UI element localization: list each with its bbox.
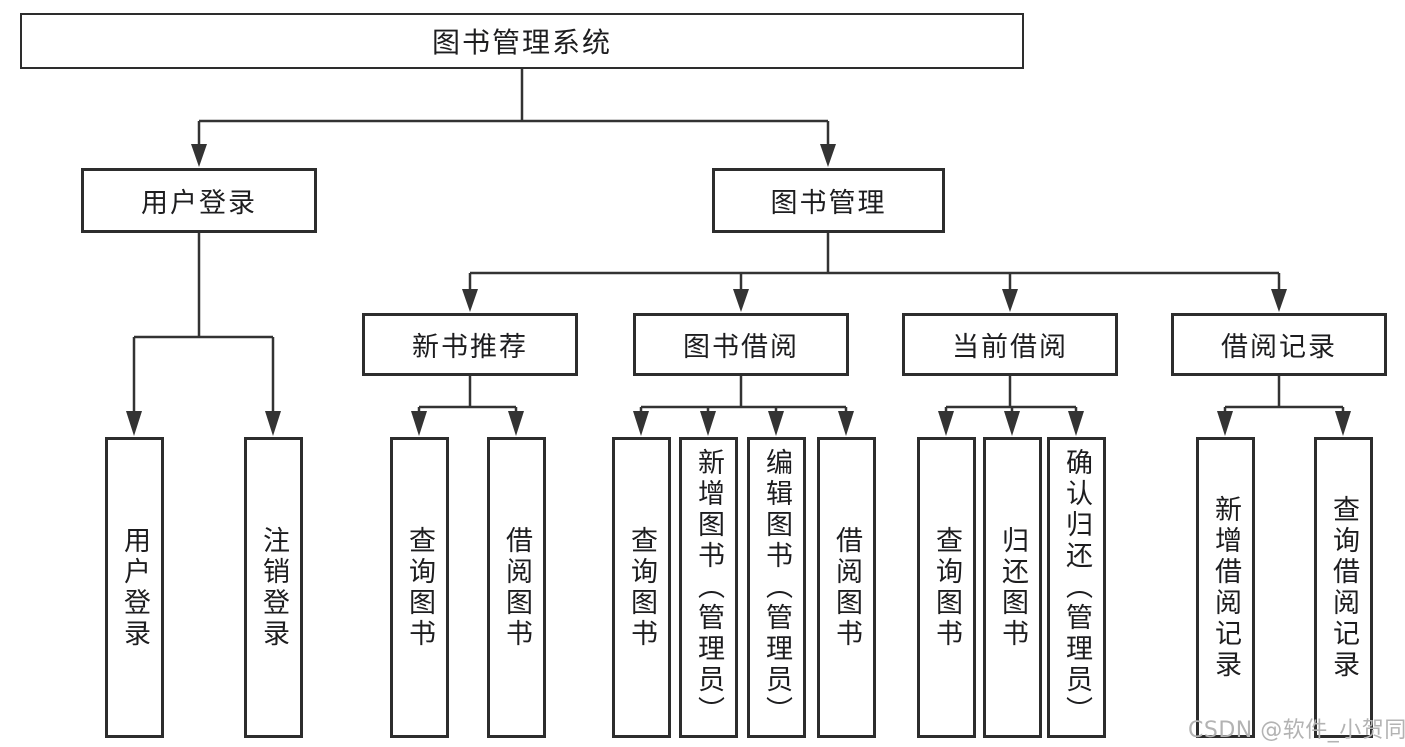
node-library-system: 图书管理系统	[20, 13, 1024, 69]
node-leaf-query-books-borrowing: 查询图书	[612, 437, 671, 738]
leaf-label: 归还图书	[997, 525, 1028, 650]
node-leaf-edit-book-admin: 编辑图书（管理员）	[747, 437, 806, 738]
csdn-watermark: CSDN @软件_小贺同学	[1188, 718, 1405, 743]
node-leaf-add-book-admin: 新增图书（管理员）	[679, 437, 738, 738]
leaf-label: 确认归还（管理员）	[1061, 448, 1092, 727]
node-leaf-logout: 注销登录	[244, 437, 303, 738]
leaf-label: 借阅图书	[501, 525, 532, 650]
leaf-label: 新增借阅记录	[1210, 494, 1241, 681]
node-new-book-recommend: 新书推荐	[362, 313, 578, 376]
node-current-borrowing: 当前借阅	[902, 313, 1118, 376]
leaf-label: 查询图书	[404, 525, 435, 650]
leaf-label: 用户登录	[119, 525, 150, 650]
node-leaf-query-books-recommend: 查询图书	[390, 437, 449, 738]
node-user-login: 用户登录	[81, 168, 317, 233]
node-leaf-borrow-books-recommend: 借阅图书	[487, 437, 546, 738]
node-book-management: 图书管理	[712, 168, 945, 233]
node-book-borrowing: 图书借阅	[633, 313, 849, 376]
node-leaf-user-login: 用户登录	[105, 437, 164, 738]
node-leaf-borrow-books: 借阅图书	[817, 437, 876, 738]
node-borrowing-records: 借阅记录	[1171, 313, 1387, 376]
node-leaf-query-books-current: 查询图书	[917, 437, 976, 738]
node-leaf-confirm-return-admin: 确认归还（管理员）	[1047, 437, 1106, 738]
leaf-label: 新增图书（管理员）	[693, 448, 724, 727]
leaf-label: 查询图书	[931, 525, 962, 650]
leaf-label: 查询图书	[626, 525, 657, 650]
leaf-label: 编辑图书（管理员）	[761, 448, 792, 727]
node-leaf-query-borrow-record: 查询借阅记录	[1314, 437, 1373, 738]
leaf-label: 注销登录	[258, 525, 289, 650]
leaf-label: 借阅图书	[831, 525, 862, 650]
leaf-label: 查询借阅记录	[1328, 494, 1359, 681]
node-leaf-return-book: 归还图书	[983, 437, 1042, 738]
node-leaf-add-borrow-record: 新增借阅记录	[1196, 437, 1255, 738]
